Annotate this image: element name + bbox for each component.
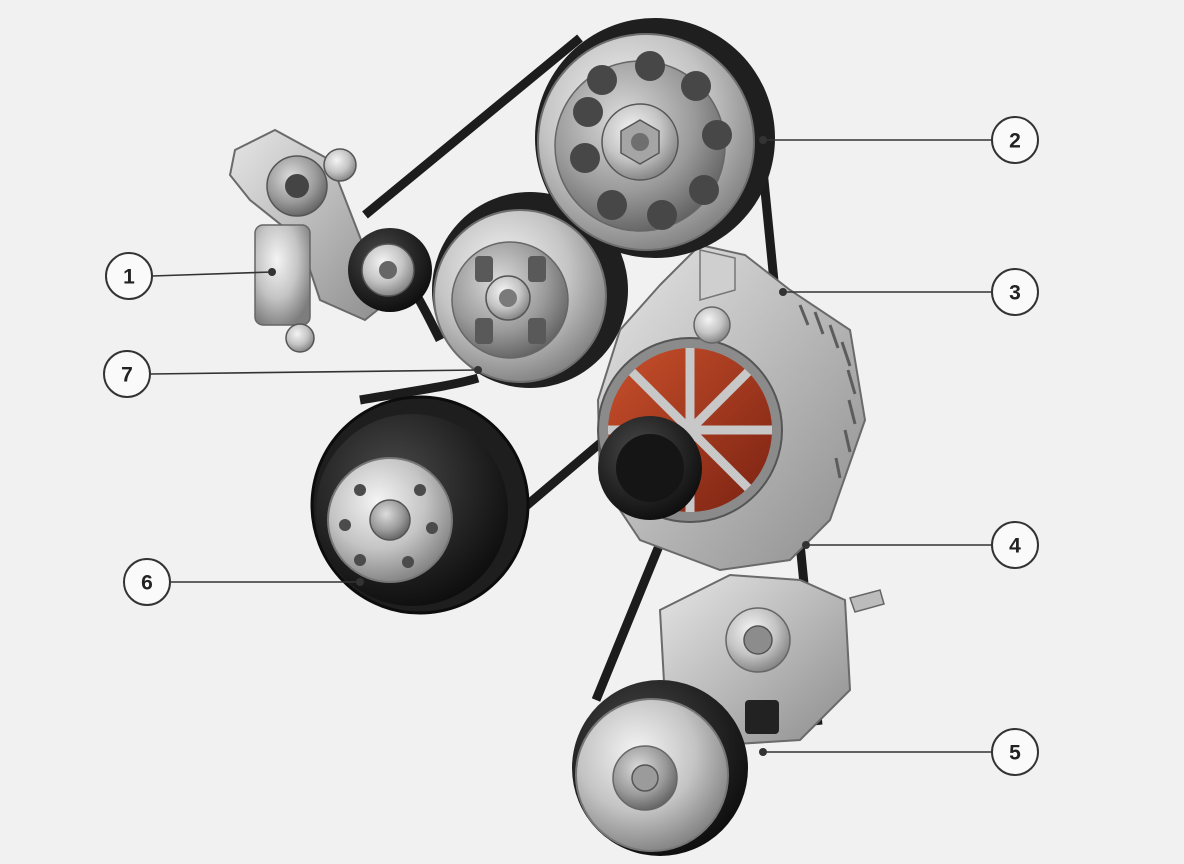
belt-tensioner bbox=[228, 128, 432, 353]
lower-pulley bbox=[572, 680, 748, 856]
idler-pulley bbox=[432, 192, 628, 388]
bracket-stud bbox=[849, 589, 885, 613]
crankshaft-pulley bbox=[310, 395, 530, 615]
bracket-pivot-bolt bbox=[743, 625, 773, 655]
idler-pulley-windows bbox=[475, 256, 546, 344]
alternator-pulley-hub bbox=[616, 434, 684, 502]
alternator-cooling-fins bbox=[798, 304, 857, 479]
callout-1-label: 1 bbox=[123, 266, 135, 289]
alternator bbox=[596, 243, 867, 572]
crank-hub-bolt-holes bbox=[339, 484, 438, 568]
sensor-connector bbox=[745, 700, 779, 734]
callout-7-label: 7 bbox=[121, 364, 133, 387]
callout-5-label: 5 bbox=[1009, 742, 1021, 765]
callout-2: 2 bbox=[759, 116, 1039, 164]
callout-1: 1 bbox=[105, 252, 276, 300]
alternator-mount-ear bbox=[699, 249, 736, 301]
tensioner-mount-bolt bbox=[285, 323, 315, 353]
alternator-bolt bbox=[693, 306, 731, 344]
callout-7: 7 bbox=[103, 350, 482, 398]
callout-6-label: 6 bbox=[141, 572, 153, 595]
upper-pulley-windows bbox=[570, 51, 732, 230]
callout-5: 5 bbox=[759, 728, 1039, 776]
callout-3: 3 bbox=[779, 268, 1039, 316]
callout-4: 4 bbox=[802, 521, 1039, 569]
callout-2-label: 2 bbox=[1009, 130, 1021, 153]
tensioner-damper bbox=[254, 224, 311, 326]
lower-pulley-bolt bbox=[631, 764, 659, 792]
callout-6: 6 bbox=[123, 558, 364, 606]
callout-3-label: 3 bbox=[1009, 282, 1021, 305]
callout-4-label: 4 bbox=[1009, 535, 1021, 558]
tensioner-pivot-bolt bbox=[323, 148, 357, 182]
upper-pulley bbox=[535, 18, 775, 258]
